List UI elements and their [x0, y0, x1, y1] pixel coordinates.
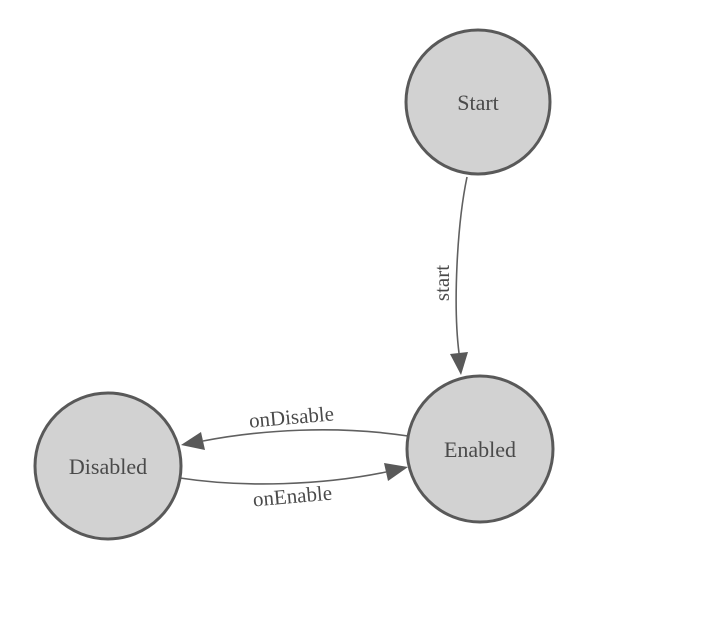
edge-onenable-path [179, 471, 387, 485]
arrowhead-enabled-to-disabled [181, 432, 205, 450]
edge-ondisable: onDisable [181, 401, 409, 450]
state-label-enabled: Enabled [444, 437, 516, 462]
edge-label-start: start [430, 265, 454, 301]
arrowhead-start-to-enabled [450, 352, 468, 375]
edge-label-ondisable: onDisable [248, 401, 335, 432]
edge-start-path [455, 176, 468, 354]
edge-ondisable-path [202, 429, 409, 442]
edge-onenable: onEnable [179, 463, 408, 512]
node-enabled: Enabled [405, 374, 555, 524]
edge-start: start [430, 176, 468, 375]
state-node-start [404, 28, 552, 176]
state-label-start: Start [457, 90, 499, 115]
state-label-disabled: Disabled [69, 454, 147, 479]
node-start: Start [404, 28, 552, 176]
state-node-enabled [405, 374, 555, 524]
arrowhead-disabled-to-enabled [384, 463, 408, 481]
state-node-disabled [33, 391, 183, 541]
node-disabled: Disabled [33, 391, 183, 541]
edge-label-onenable: onEnable [252, 481, 333, 512]
